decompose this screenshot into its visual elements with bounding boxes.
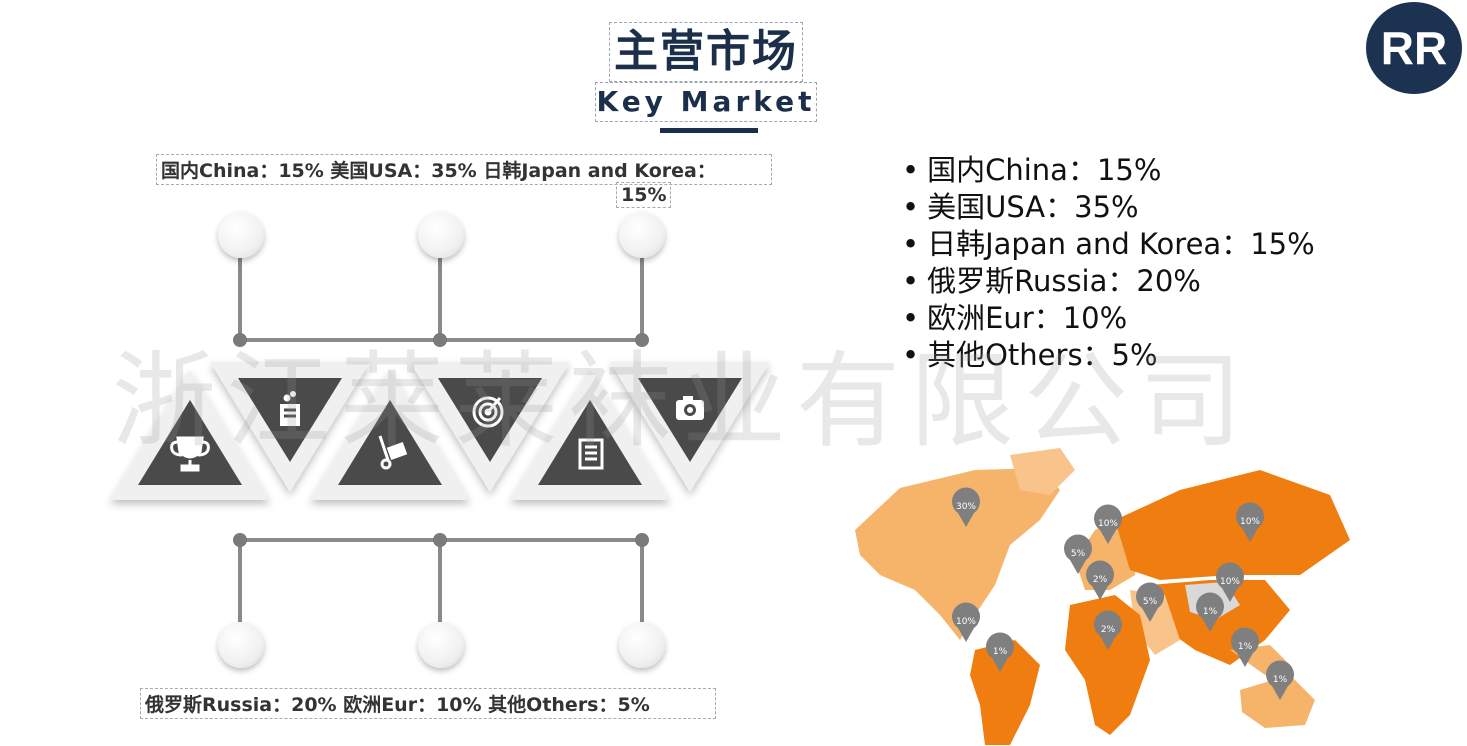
- company-logo: RR: [1366, 2, 1462, 94]
- map-north-america: [855, 468, 1060, 640]
- map-pin: 5%: [1064, 534, 1092, 574]
- map-africa: [1065, 595, 1150, 735]
- map-pin-label: 1%: [993, 647, 1008, 657]
- map-russia: [1115, 470, 1350, 580]
- node-circle: [619, 212, 665, 258]
- map-pin-label: 1%: [1238, 642, 1253, 652]
- map-pin-label: 10%: [956, 617, 976, 627]
- target-icon: [472, 396, 504, 428]
- list-item: 日韩Japan and Korea：15%: [902, 226, 1315, 263]
- map-pin-label: 1%: [1273, 675, 1288, 685]
- map-australia: [1240, 675, 1315, 728]
- map-pin-label: 2%: [1093, 575, 1108, 585]
- map-pin: 10%: [1094, 504, 1122, 544]
- map-south-america: [970, 640, 1040, 745]
- map-pin: 30%: [952, 487, 980, 527]
- map-pin-label: 30%: [956, 502, 976, 512]
- map-pin-label: 2%: [1101, 625, 1116, 635]
- trophy-icon: [170, 436, 210, 472]
- map-pin-label: 10%: [1220, 577, 1240, 587]
- camera-icon: [676, 396, 704, 420]
- list-item: 欧洲Eur：10%: [902, 300, 1315, 337]
- top-markets-label-tail: 15%: [616, 182, 672, 208]
- page-title: 主营市场: [609, 22, 803, 82]
- node-circle: [619, 622, 665, 668]
- map-pin: 10%: [1216, 562, 1244, 602]
- node-circle: [218, 212, 264, 258]
- map-greenland: [1010, 448, 1075, 495]
- list-item: 国内China：15%: [902, 152, 1315, 189]
- node-circle: [418, 622, 464, 668]
- logo-text: RR: [1381, 22, 1447, 74]
- flask-icon: [280, 391, 300, 426]
- node-circle: [218, 622, 264, 668]
- map-pin: 2%: [1085, 560, 1114, 600]
- map-pins: 30% 10% 5% 2% 10% 10% 5% 10% 1% 2% 1% 1% 1%: [952, 487, 1295, 700]
- page-subtitle: Key Market: [595, 82, 817, 122]
- hand-truck-icon: [378, 435, 408, 470]
- title-underline: [660, 128, 758, 133]
- map-pin: 10%: [952, 602, 980, 642]
- map-pin: 10%: [1236, 502, 1264, 542]
- map-pin-label: 5%: [1143, 597, 1158, 607]
- bottom-markets-label: 俄罗斯Russia：20% 欧洲Eur：10% 其他Others：5%: [140, 688, 716, 719]
- map-pin-label: 10%: [1240, 517, 1260, 527]
- map-pin: 1%: [1266, 660, 1295, 700]
- map-pin-label: 10%: [1098, 519, 1118, 529]
- node-circle: [418, 212, 464, 258]
- checklist-icon: [578, 438, 604, 470]
- map-pin-label: 1%: [1203, 607, 1218, 617]
- map-pin: 1%: [1196, 592, 1225, 632]
- map-pin: 5%: [1136, 582, 1164, 622]
- list-item: 其他Others：5%: [902, 337, 1315, 374]
- market-list: 国内China：15% 美国USA：35% 日韩Japan and Korea：…: [902, 152, 1315, 374]
- map-pin: 1%: [986, 632, 1014, 672]
- map-pin-label: 5%: [1071, 549, 1086, 559]
- map-pin: 1%: [1231, 627, 1259, 667]
- title-block: 主营市场 Key Market: [594, 22, 818, 126]
- list-item: 俄罗斯Russia：20%: [902, 263, 1315, 300]
- top-markets-label: 国内China：15% 美国USA：35% 日韩Japan and Korea：: [156, 154, 772, 185]
- map-pin: 2%: [1094, 610, 1122, 650]
- list-item: 美国USA：35%: [902, 189, 1315, 226]
